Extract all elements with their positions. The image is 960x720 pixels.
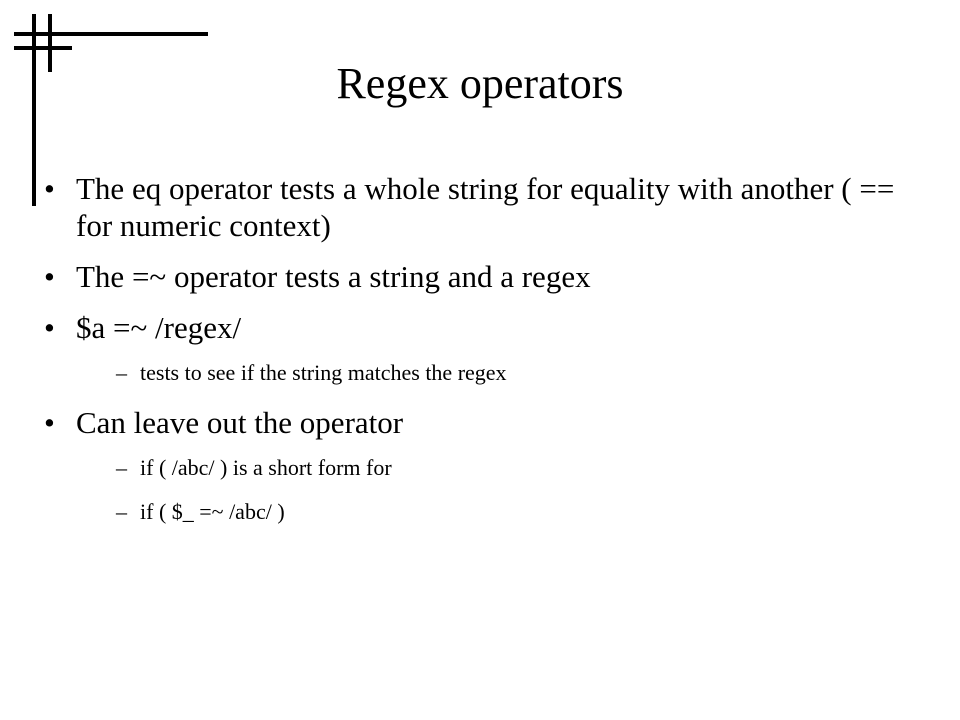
bullet-icon: • <box>44 171 55 206</box>
bullet-item: • The eq operator tests a whole string f… <box>44 170 924 244</box>
bullet-icon: • <box>44 405 55 440</box>
dash-icon: – <box>116 499 127 524</box>
sub-bullet-item: – tests to see if the string matches the… <box>44 360 924 386</box>
sub-bullet-item: – if ( $_ =~ /abc/ ) <box>44 499 924 525</box>
bullet-text: The eq operator tests a whole string for… <box>76 171 895 243</box>
decorative-vertical-line <box>32 14 36 206</box>
bullet-item: • $a =~ /regex/ <box>44 309 924 346</box>
sub-bullet-text: tests to see if the string matches the r… <box>140 360 507 385</box>
bullet-icon: • <box>44 310 55 345</box>
bullet-icon: • <box>44 259 55 294</box>
decorative-vertical-line-short <box>48 14 52 72</box>
bullet-text: Can leave out the operator <box>76 405 404 440</box>
dash-icon: – <box>116 455 127 480</box>
slide-content: • The eq operator tests a whole string f… <box>44 170 924 543</box>
sub-bullet-item: – if ( /abc/ ) is a short form for <box>44 455 924 481</box>
dash-icon: – <box>116 360 127 385</box>
bullet-item: • The =~ operator tests a string and a r… <box>44 258 924 295</box>
slide-title: Regex operators <box>336 59 624 108</box>
bullet-item: • Can leave out the operator <box>44 404 924 441</box>
bullet-text: $a =~ /regex/ <box>76 310 242 345</box>
sub-bullet-text: if ( /abc/ ) is a short form for <box>140 455 392 480</box>
bullet-text: The =~ operator tests a string and a reg… <box>76 259 591 294</box>
sub-bullet-text: if ( $_ =~ /abc/ ) <box>140 499 285 524</box>
decorative-horizontal-line-short <box>14 46 72 50</box>
decorative-horizontal-line <box>14 32 208 36</box>
